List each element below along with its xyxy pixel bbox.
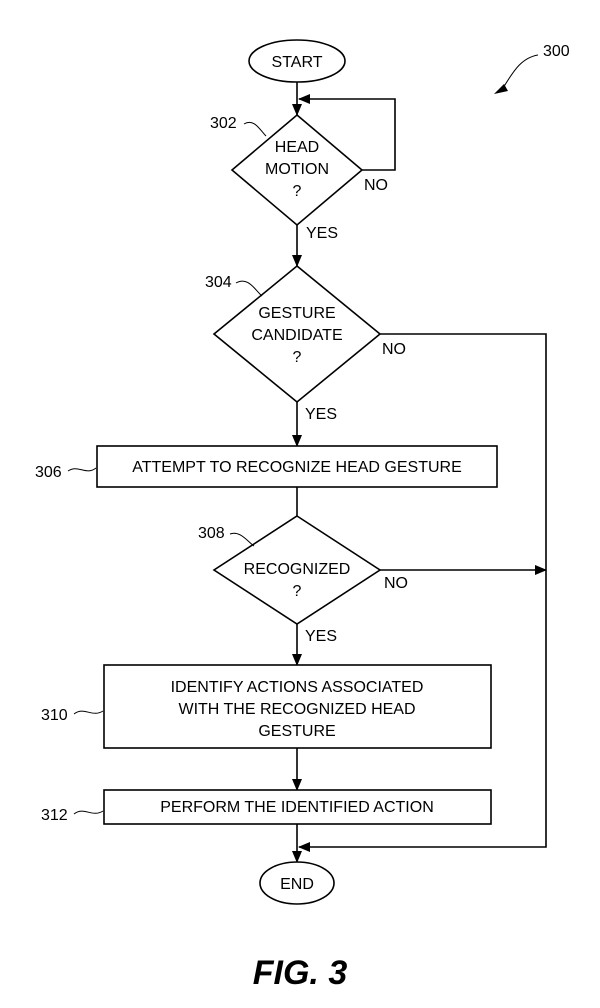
process-310-line-3: GESTURE [258,723,335,740]
process-310-ref: 310 [41,707,68,724]
figure-ref-label: 300 [543,43,570,60]
figure-ref-arrowhead [494,84,508,94]
decision-308-ref-leader [229,532,255,547]
decision-304-line-1: GESTURE [258,305,335,322]
edge-304-no-label: NO [382,341,406,358]
edge-304-no-bypass [298,333,547,852]
edge-308-yes-label: YES [305,628,337,645]
figure-ref-leader [502,54,539,89]
process-312-perform-action [103,789,492,825]
edge-302-no-label: NO [364,177,388,194]
process-310-line-1: IDENTIFY ACTIONS ASSOCIATED [171,679,424,696]
process-312-text: PERFORM THE IDENTIFIED ACTION [160,799,434,816]
decision-304-ref-leader [235,280,263,297]
decision-308-ref: 308 [198,525,225,542]
decision-302-ref-leader [243,122,267,137]
process-312-ref-leader [73,810,104,815]
process-306-ref: 306 [35,464,62,481]
decision-304-ref: 304 [205,274,232,291]
end-terminal [259,861,335,905]
figure-caption: FIG. 3 [253,954,348,992]
process-310-ref-leader [73,710,104,715]
edge-304-yes-label: YES [305,406,337,423]
decision-304-line-3: ? [293,349,302,366]
process-310-identify-actions [103,664,492,749]
decision-304-line-2: CANDIDATE [251,327,342,344]
edge-302-no-loop [298,94,396,171]
decision-302-line-1: HEAD [275,139,319,156]
end-label: END [280,876,314,893]
decision-302-ref: 302 [210,115,237,132]
process-306-ref-leader [67,467,97,472]
decision-308-line-2: ? [293,583,302,600]
start-label: START [272,54,323,71]
process-310-line-2: WITH THE RECOGNIZED HEAD [178,701,415,718]
decision-302-line-2: MOTION [265,161,329,178]
edge-302-yes-label: YES [306,225,338,242]
process-306-text: ATTEMPT TO RECOGNIZE HEAD GESTURE [132,459,462,476]
process-312-ref: 312 [41,807,68,824]
decision-302-line-3: ? [293,183,302,200]
decision-308-line-1: RECOGNIZED [244,561,351,578]
edge-308-no-label: NO [384,575,408,592]
